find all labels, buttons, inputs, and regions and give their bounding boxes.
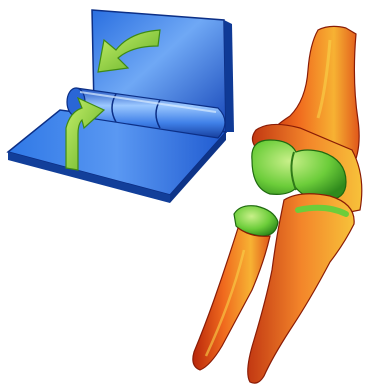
- hinge-model-icon: [8, 10, 234, 203]
